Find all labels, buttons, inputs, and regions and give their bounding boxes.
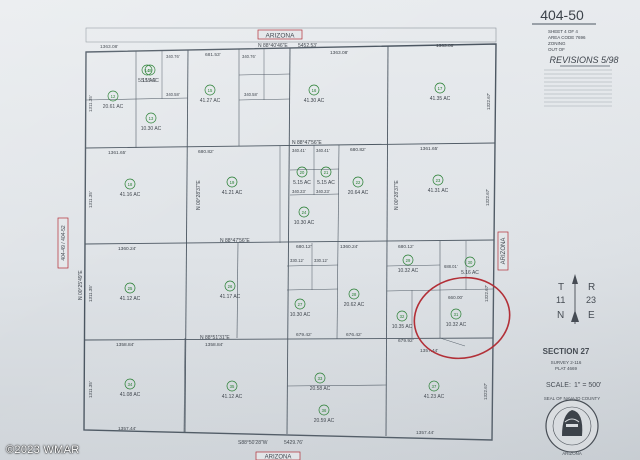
watermark: ©2023 WMAR — [6, 444, 80, 456]
